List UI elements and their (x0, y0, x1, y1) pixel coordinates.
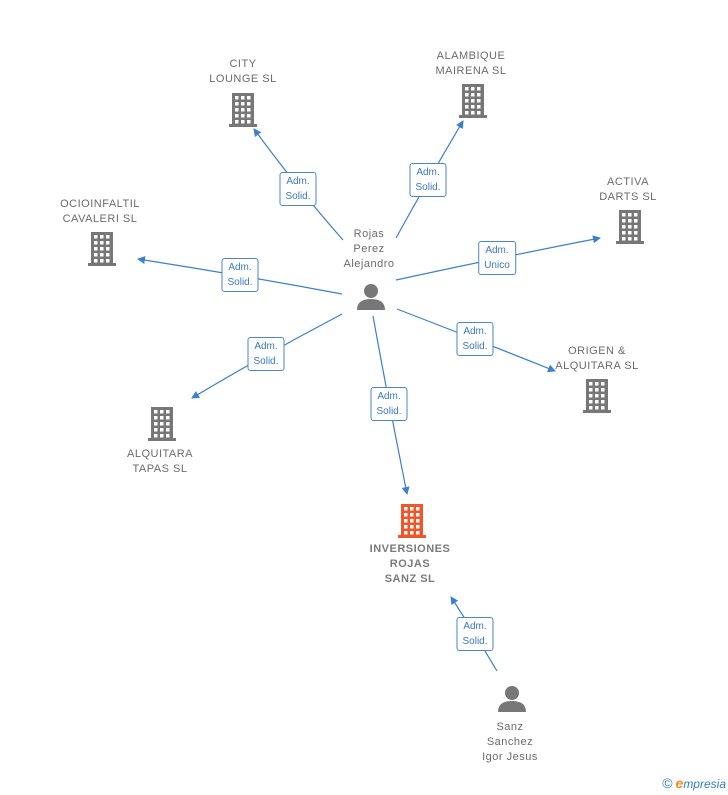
node-label-line: ACTIVA (607, 176, 649, 188)
building-icon[interactable] (616, 210, 644, 244)
node-label-inversiones[interactable]: INVERSIONES ROJAS SANZ SL (370, 542, 451, 587)
relation-label[interactable]: Adm. Solid. (370, 387, 408, 421)
node-label-line: ORIGEN & (568, 345, 626, 357)
relation-label-line: Adm. (228, 262, 252, 273)
node-label-line: Alejandro (343, 258, 395, 270)
relation-label-line: Unico (484, 260, 510, 271)
node-label-line: LOUNGE SL (209, 73, 277, 85)
node-label-line: MAIRENA SL (435, 65, 507, 77)
relation-label[interactable]: Adm. Solid. (247, 337, 285, 371)
relation-label-line: Solid. (376, 406, 402, 417)
node-label-line: DARTS SL (599, 191, 657, 203)
building-icon[interactable] (229, 93, 257, 127)
icons-layer (88, 84, 644, 712)
relation-label-line: Solid. (227, 277, 253, 288)
relation-label[interactable]: Adm. Solid. (456, 322, 494, 356)
relation-label-line: Adm. (286, 176, 310, 187)
building-icon[interactable] (583, 379, 611, 413)
relation-label-line: Adm. (377, 391, 401, 402)
building-icon[interactable] (88, 232, 116, 266)
node-label-city-lounge[interactable]: CITY LOUNGE SL (209, 57, 276, 87)
relation-label-line: Adm. (485, 245, 509, 256)
person-icon[interactable] (498, 686, 526, 712)
footer-brand[interactable]: ©empresia (662, 775, 726, 791)
node-label-line: ALQUITARA SL (555, 360, 639, 372)
node-label-ocioinfaltil[interactable]: OCIOINFALTIL CAVALERI SL (60, 197, 140, 227)
node-label-line: ROJAS (389, 558, 431, 570)
brand-name: mpresia (683, 777, 726, 791)
relation-label-line: Solid. (462, 341, 488, 352)
brand-initial: e (675, 775, 684, 791)
relation-label-line: Adm. (416, 167, 440, 178)
node-label-line: TAPAS SL (132, 463, 188, 475)
node-label-line: CAVALERI SL (62, 213, 138, 225)
node-label-line: Sanchez (486, 736, 534, 748)
node-label-line: Sanz (496, 721, 524, 733)
relation-label-line: Adm. (254, 341, 278, 352)
relation-label[interactable]: Adm. Solid. (409, 163, 447, 197)
relation-label-line: Solid. (253, 356, 279, 367)
node-label-line: SANZ SL (384, 573, 436, 585)
node-label-line: Igor Jesus (482, 751, 538, 763)
node-label-line: ALAMBIQUE (436, 50, 506, 62)
node-label-alquitara-tapas[interactable]: ALQUITARA TAPAS SL (127, 447, 193, 477)
relation-label-line: Solid. (462, 636, 488, 647)
node-label-line: INVERSIONES (369, 543, 451, 555)
person-icon[interactable] (357, 284, 385, 310)
building-icon[interactable] (459, 84, 487, 118)
node-label-line: Rojas (353, 228, 385, 240)
copyright-icon: © (662, 775, 673, 791)
node-label-activa-darts[interactable]: ACTIVA DARTS SL (599, 175, 657, 205)
edges-layer (137, 120, 601, 672)
relation-label[interactable]: Adm. Solid. (456, 617, 494, 651)
relation-label-line: Adm. (463, 326, 487, 337)
node-label-origen[interactable]: ORIGEN & ALQUITARA SL (555, 344, 638, 374)
node-label-line: OCIOINFALTIL (60, 198, 140, 210)
relation-label[interactable]: Adm. Unico (478, 241, 516, 275)
relation-label[interactable]: Adm. Solid. (279, 172, 317, 206)
relation-label[interactable]: Adm. Solid. (221, 258, 259, 292)
building-icon[interactable] (398, 504, 426, 538)
node-label-alambique[interactable]: ALAMBIQUE MAIRENA SL (435, 49, 506, 79)
node-label-line: ALQUITARA (126, 448, 194, 460)
node-label-line: Perez (353, 243, 385, 255)
node-label-line: CITY (229, 58, 257, 70)
building-icon[interactable] (148, 407, 176, 441)
relation-label-line: Adm. (463, 621, 487, 632)
relation-label-line: Solid. (285, 191, 311, 202)
relation-label-line: Solid. (415, 182, 441, 193)
